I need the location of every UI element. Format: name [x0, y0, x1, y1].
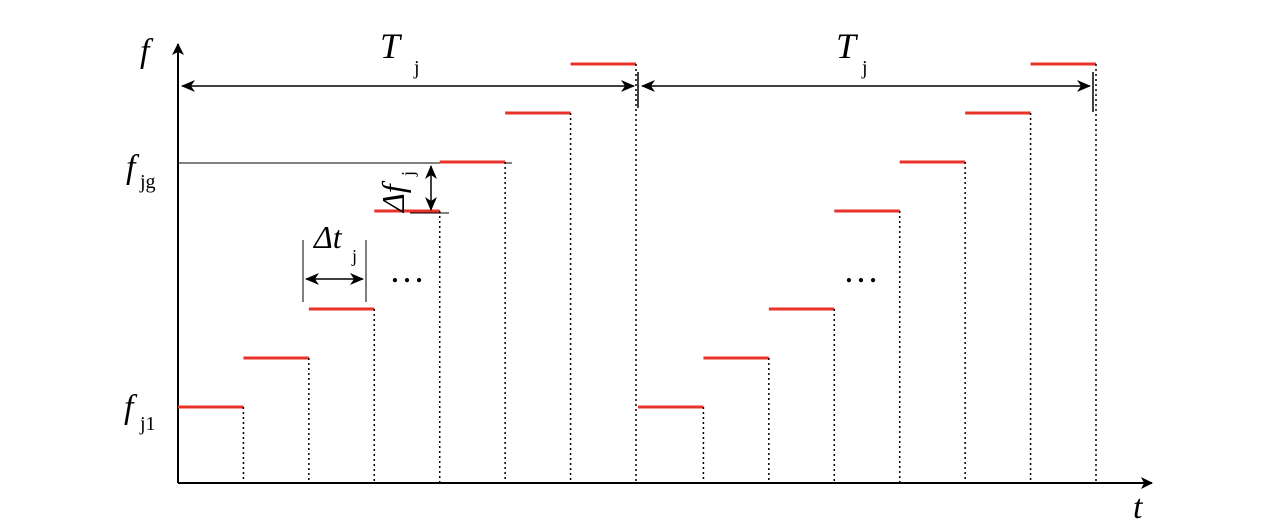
svg-text:T: T: [380, 26, 403, 66]
stepped-waveform: [178, 62, 1097, 483]
ellipsis-period-1: …: [389, 250, 425, 290]
svg-text:j: j: [351, 246, 357, 266]
ellipsis-period-2: …: [843, 250, 879, 290]
svg-text:Δt: Δt: [312, 219, 343, 255]
svg-text:f: f: [126, 149, 140, 186]
svg-text:Δf: Δf: [375, 180, 411, 214]
svg-text:j: j: [413, 57, 420, 79]
y-axis-label: f: [140, 33, 154, 70]
step-height-label: Δf j: [375, 171, 418, 214]
y-tick-label-bottom: f j1: [124, 389, 156, 435]
svg-text:jg: jg: [139, 171, 156, 193]
svg-text:j: j: [861, 57, 868, 79]
step-width-label: Δt j: [312, 219, 357, 266]
period-1-label: T j: [380, 26, 420, 79]
svg-text:j: j: [398, 171, 418, 177]
svg-text:f: f: [124, 389, 138, 426]
x-axis-label: t: [1133, 489, 1144, 526]
period-2-label: T j: [836, 26, 868, 79]
svg-text:j1: j1: [139, 413, 156, 435]
svg-text:T: T: [836, 26, 859, 66]
y-tick-label-top: f jg: [126, 149, 156, 193]
